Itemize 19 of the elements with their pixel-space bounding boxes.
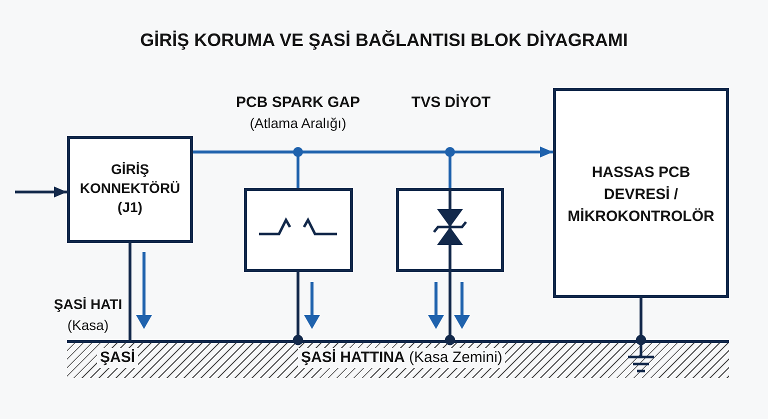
arrow [15,186,67,198]
connector-line [444,272,456,346]
band-label: ŞASİ HATTINA (Kasa Zemini) [298,348,506,368]
spark-gap-box [244,188,353,272]
connector-line [636,298,646,346]
diagram-title: GİRİŞ KORUMA VE ŞASİ BAĞLANTISI BLOK DİYAGRAMI [140,29,628,51]
component-label: PCB SPARK GAP [236,93,360,113]
connector-line [128,243,132,340]
connector-box [67,136,193,243]
connector-line [292,272,304,346]
component-caption: (Atlama Aralığı) [250,114,346,133]
chassis-ground-band [67,340,729,378]
component-label: TVS DİYOT [411,93,491,113]
circuit-box [553,88,729,298]
connector-line [193,150,452,188]
band-label: ŞASİ [97,348,138,368]
block-label: HASSAS PCB DEVRESİ / MİKROKONTROLÖR [566,163,716,227]
tvs-diode-box [396,188,504,272]
block-label: GİRİŞ KONNEKTÖRÜ (J1) [78,160,182,217]
